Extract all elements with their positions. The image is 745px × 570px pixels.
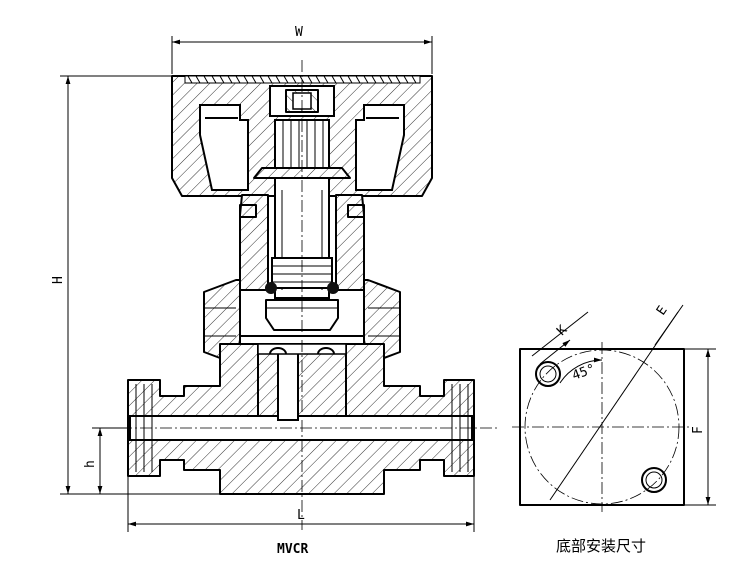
mounting-view-caption: 底部安装尺寸: [556, 537, 646, 555]
main-view-caption: MVCR: [277, 542, 308, 557]
dimension-l: L: [127, 476, 475, 532]
dim-label-angle: 45°: [570, 362, 597, 384]
valve-body: [127, 343, 475, 495]
dim-label-l: L: [297, 508, 305, 523]
bonnet: [239, 177, 365, 331]
mounting-hole-bottom-right: [641, 467, 667, 493]
main-section-view: W H h L MVCR: [51, 25, 500, 557]
centerlines: [100, 60, 500, 530]
dim-label-h: H: [51, 276, 66, 284]
dimension-w: W: [171, 25, 433, 74]
dim-label-w: W: [295, 25, 303, 40]
dim-label-e: E: [654, 303, 671, 318]
dim-label-small-h: h: [83, 460, 98, 468]
dimension-small-h: h: [83, 427, 128, 494]
mounting-hole-top-left: [535, 361, 561, 387]
dim-label-f: F: [691, 426, 706, 434]
mounting-view: E K 45° F 底部安装尺寸: [512, 303, 716, 555]
dimension-h: H: [51, 75, 220, 495]
